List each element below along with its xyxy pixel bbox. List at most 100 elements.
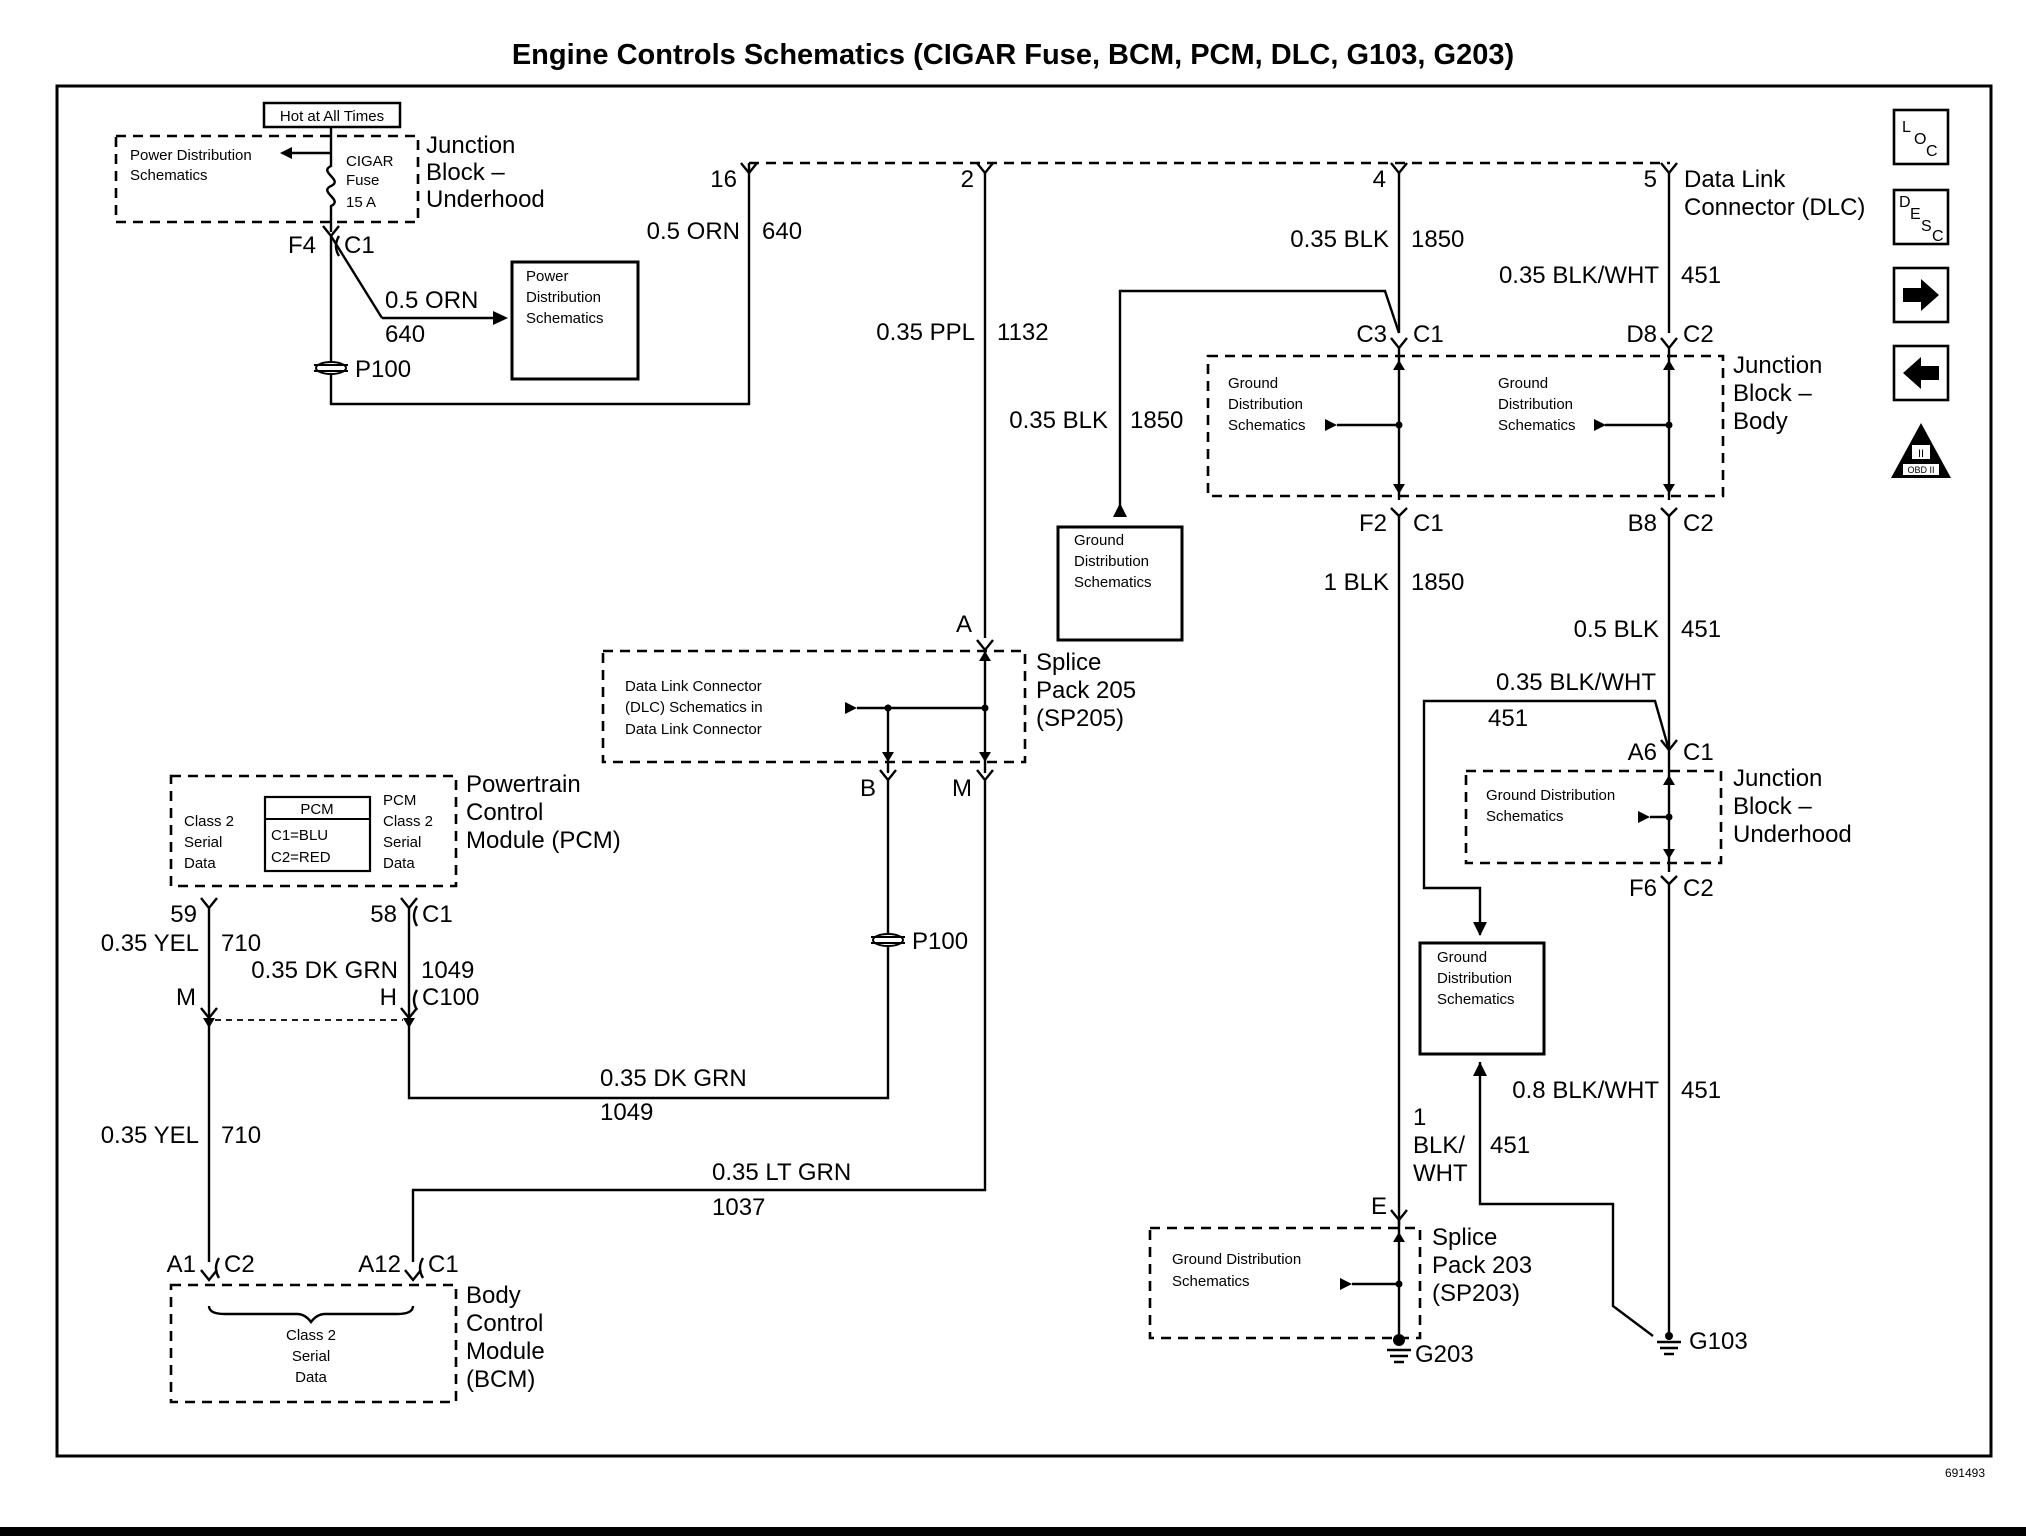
pcm-right-2: Class 2 — [383, 813, 433, 830]
jb-body-label-1: Junction — [1733, 352, 1822, 379]
bcm-pin-a12-symbol — [404, 1269, 422, 1282]
sp205-pin-a: A — [956, 611, 972, 638]
sp203-pin-e: E — [1371, 1193, 1387, 1220]
jb-underhood-label-1: Junction — [1733, 765, 1822, 792]
jb-body-pin-b8: B8 — [1628, 510, 1657, 537]
jb-body-outline — [1206, 354, 1725, 498]
wire-ltgrn-1037-label: 0.35 LT GRN — [712, 1159, 851, 1186]
wire-ppl-label: 0.35 PPL — [876, 319, 975, 346]
wire-dkgrn-1049-upper-label: 0.35 DK GRN — [251, 957, 398, 984]
pcm-pin-58: 58 — [370, 901, 397, 928]
fuse-symbol — [326, 139, 336, 232]
wire-451-a-circuit: 451 — [1488, 705, 1528, 732]
pcm-outline — [169, 774, 458, 888]
jb-underhood-top-label-1: Junction — [426, 132, 515, 159]
splice-dot — [1665, 813, 1673, 821]
arrow-right-icon — [493, 311, 508, 325]
wire-640-path — [329, 163, 751, 406]
dlc-label-1: Data Link — [1684, 166, 1786, 193]
obd-ii-icon: II OBD II — [1891, 423, 1951, 478]
junction-block-underhood-right: A6 C1 Ground Distribution Schematics Jun… — [1464, 739, 1852, 902]
p100-mid-symbol — [871, 933, 905, 947]
arrow-up-icon — [979, 651, 991, 661]
wire-1049-lower-circuit: 1049 — [600, 1099, 653, 1126]
splice-pack-203: E Ground Distribution Schematics Splice … — [1148, 1193, 1532, 1340]
fuse-word: Fuse — [346, 172, 379, 189]
jb-body-right-ref-2: Distribution — [1498, 396, 1573, 413]
bcm-pin-a1: A1 — [167, 1251, 196, 1278]
wire-yel-710-lower-label: 0.35 YEL — [101, 1122, 199, 1149]
wire-blk-1850-low-label: 1 BLK — [1324, 569, 1389, 596]
arrow-down-icon — [403, 1018, 415, 1028]
ground-box-lower-line2: Distribution — [1437, 970, 1512, 987]
wire-1049-upper-circuit: 1049 — [421, 957, 474, 984]
jb-body-left-ref-1: Ground — [1228, 375, 1278, 392]
wire-451-top-circuit: 451 — [1681, 262, 1721, 289]
arrow-down-icon — [1473, 922, 1487, 936]
splice-dot — [1395, 1280, 1403, 1288]
obd-label: OBD II — [1907, 465, 1934, 475]
jb-underhood-label-2: Block – — [1733, 793, 1812, 820]
pcm-inner-box — [263, 795, 372, 873]
svg-text:E: E — [1910, 206, 1921, 223]
ground-box-upper-line1: Ground — [1074, 532, 1124, 549]
arrow-right-icon — [845, 702, 857, 714]
wire-orn-label: 0.5 ORN — [385, 287, 478, 314]
wire-1850-mid-circuit: 1850 — [1130, 407, 1183, 434]
sp205-ref-1: Data Link Connector — [625, 678, 762, 695]
ground-g103-label: G103 — [1689, 1328, 1748, 1355]
jb-body-conn-b8: C2 — [1683, 510, 1714, 537]
dlc-pin5-symbol — [1660, 162, 1678, 175]
bcm-bus-bracket — [207, 1305, 415, 1324]
arrow-down-icon — [979, 752, 991, 762]
power-dist-box-line2: Distribution — [526, 289, 601, 306]
arrow-down-icon — [1663, 849, 1675, 859]
jb-body-pin-b8-symbol — [1660, 507, 1678, 518]
jb-body-pin-f2: F2 — [1359, 510, 1387, 537]
dlc-pin16-symbol — [740, 162, 758, 175]
splice-dot — [884, 704, 892, 712]
svg-text:II: II — [1918, 448, 1924, 460]
sp203-ref-2: Schematics — [1172, 1273, 1250, 1290]
junction-block-underhood-top-outline — [114, 134, 420, 224]
jb-body-left-ref-2: Distribution — [1228, 396, 1303, 413]
loc-button[interactable]: L O C — [1892, 108, 1950, 166]
svg-text:C: C — [1926, 143, 1938, 160]
wire-1850-low-circuit: 1850 — [1411, 569, 1464, 596]
jb-body-pin-f2-symbol — [1390, 507, 1408, 518]
previous-page-button[interactable] — [1892, 344, 1950, 402]
connector-c1: C1 — [344, 232, 375, 259]
wire-blkwht-451-a — [1422, 699, 1671, 935]
data-link-connector: 16 2 4 5 Data Link Connector (DLC) — [710, 161, 1865, 221]
wire-ltgrn-1037 — [411, 780, 987, 1262]
p100-mid-label: P100 — [912, 928, 968, 955]
jb-body-label-2: Block – — [1733, 380, 1812, 407]
junction-block-body: C3 C1 D8 C2 Ground Distribution Schemati… — [1206, 321, 1822, 537]
pcm-right-1: PCM — [383, 792, 416, 809]
dlc-pin4-symbol — [1390, 162, 1408, 175]
jb-underhood-pin-f6: F6 — [1629, 875, 1657, 902]
diagram-frame — [55, 84, 1993, 1458]
jb-underhood-ref-1: Ground Distribution — [1486, 787, 1615, 804]
wire-yel-710-upper-label: 0.35 YEL — [101, 930, 199, 957]
jb-underhood-conn-a6: C1 — [1683, 739, 1714, 766]
pin-f4: F4 — [288, 232, 316, 259]
pcm-conn-c1: C1 — [422, 901, 453, 928]
jb-body-conn-d8: C2 — [1683, 321, 1714, 348]
arrow-up-icon — [1113, 503, 1127, 517]
pcm-left-1: Class 2 — [184, 813, 234, 830]
next-page-button[interactable] — [1892, 266, 1950, 324]
c100-bracket — [412, 989, 419, 1011]
jb-body-right-ref-1: Ground — [1498, 375, 1548, 392]
desc-button[interactable]: D E S C — [1892, 188, 1950, 246]
wire-dkgrn-1049-lower-label: 0.35 DK GRN — [600, 1065, 747, 1092]
pcm-right-3: Serial — [383, 834, 421, 851]
wire-451-b-circuit: 451 — [1681, 1077, 1721, 1104]
jb-underhood-top-label-3: Underhood — [426, 186, 545, 213]
jb-body-label-3: Body — [1733, 408, 1788, 435]
splice-pack-205: A Data Link Connector (DLC) Schematics i… — [601, 611, 1136, 802]
arrow-up-icon — [1663, 360, 1675, 370]
arrow-up-icon — [1663, 775, 1675, 785]
ground-g103-icon — [1657, 1324, 1681, 1356]
